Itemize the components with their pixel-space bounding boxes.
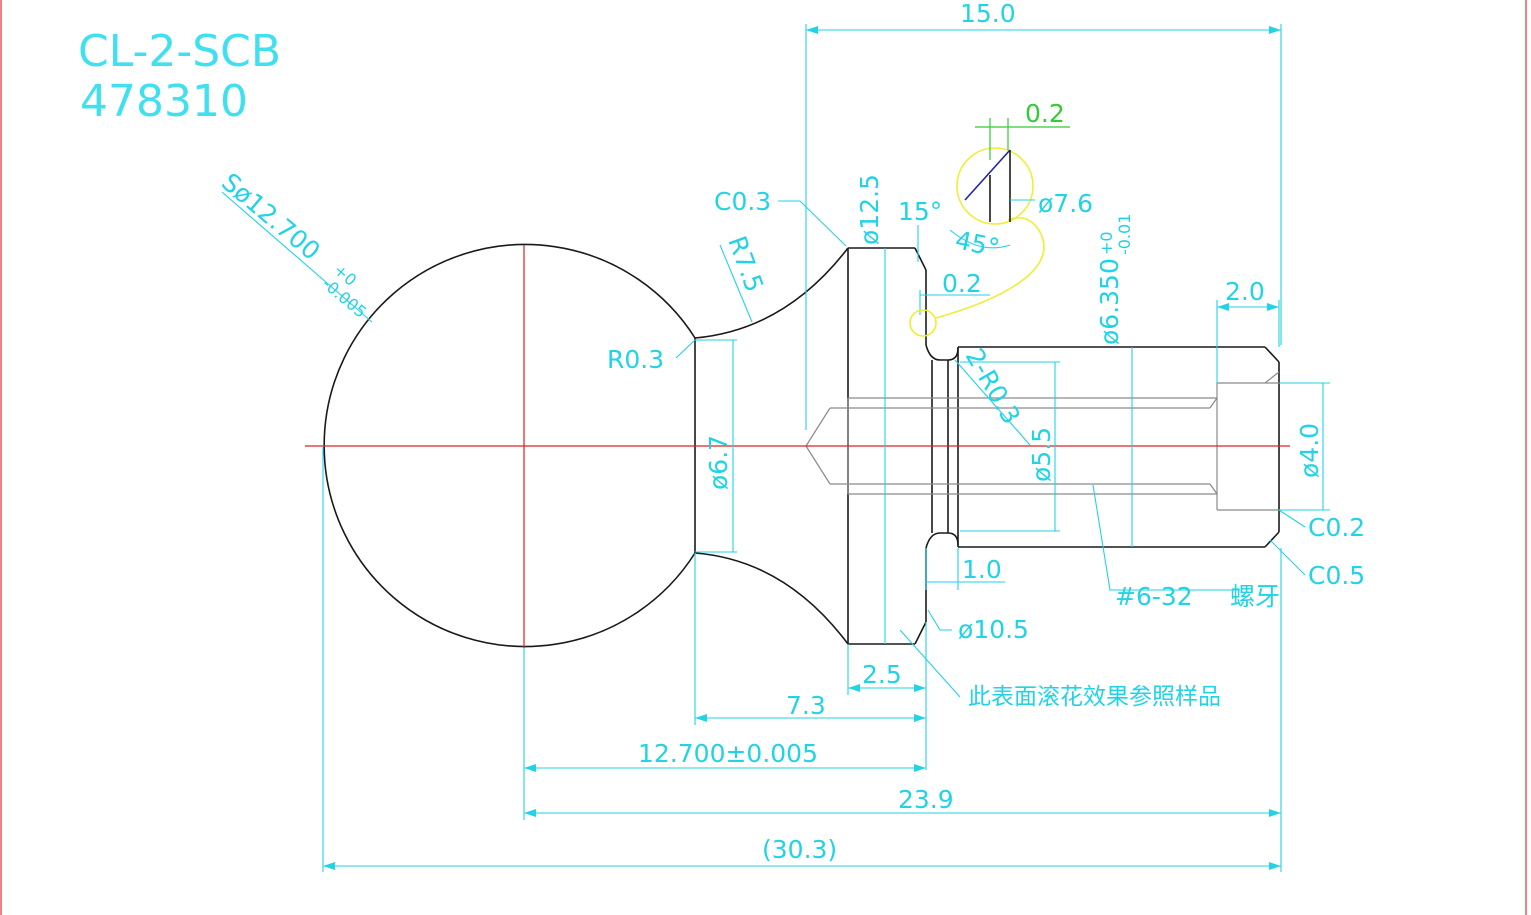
detail-45-arc — [949, 229, 1011, 249]
internal-thread — [805, 371, 1280, 511]
arrow-303-left — [323, 862, 335, 870]
leader-r03 — [675, 339, 696, 359]
arrow-303-right — [1269, 862, 1281, 870]
arrow-73-left — [695, 714, 707, 722]
leader-c03 — [778, 200, 847, 247]
dim-flange-width: 2.5 — [862, 660, 902, 689]
dim-groove-radius: 2-R0.3 — [960, 344, 1026, 430]
arrow-25-right — [914, 684, 926, 692]
knurl-note: 此表面滚花效果参照样品 — [968, 684, 1221, 710]
dim-shank-diameter: ø6.350 — [1095, 258, 1124, 345]
dim-shank-tol-lower: -0.01 — [1115, 214, 1134, 255]
dim-radius-neck: R7.5 — [722, 232, 769, 296]
dim-groove-length: 1.0 — [962, 555, 1002, 584]
thread-end-bottom — [1209, 483, 1218, 495]
neck-upper-curve — [694, 247, 849, 339]
arrow-239-right — [1269, 809, 1281, 817]
dim-center-to-end: 23.9 — [898, 785, 954, 814]
detail-connector — [935, 216, 1045, 319]
leader-thread — [1092, 484, 1240, 591]
shank-chamfer-top — [1264, 346, 1280, 363]
arrow-127-right — [914, 764, 926, 772]
dim-end-step: 2.0 — [1225, 277, 1265, 306]
thread-end-top — [1209, 397, 1218, 409]
flange-chamfer-bottom — [914, 621, 927, 645]
dim-shank-tol-upper: +0 — [1097, 231, 1116, 255]
dim-chamfer-c02: C0.2 — [1308, 513, 1365, 542]
dim-chamfer-c03: C0.3 — [714, 187, 771, 216]
detail-target-circle — [909, 309, 937, 337]
dim-shank-diameter-group: ø6.350 +0 -0.01 — [1095, 214, 1134, 345]
part-number-title: CL-2-SCB — [78, 26, 281, 77]
part-code-title: 478310 — [80, 76, 248, 127]
flange-chamfer-top — [914, 247, 927, 271]
leader-c05 — [1269, 539, 1306, 576]
dim-thread-spec: #6-32 — [1115, 582, 1193, 611]
dim-sphere-label: Sø12.700 — [216, 167, 326, 265]
dim-detail-diameter: ø7.6 — [1038, 189, 1093, 218]
dim-overall-ref: (30.3) — [762, 835, 837, 864]
dim-sphere-to-face: 12.700±0.005 — [638, 739, 818, 768]
dim-thread-word: 螺牙 — [1230, 582, 1280, 611]
dim-neck-length: 7.3 — [786, 691, 826, 720]
arrow-25-left — [848, 684, 860, 692]
shank-chamfer-bottom — [1264, 531, 1280, 548]
dim-pilot-diameter: ø4.0 — [1295, 423, 1324, 478]
dim-angle-15: 15° — [898, 197, 942, 226]
groove-bottom — [925, 532, 959, 549]
detail-groove-line — [964, 149, 1011, 201]
dim-radius-small: R0.3 — [607, 345, 664, 374]
dim-thread-minor: ø5.5 — [1027, 427, 1056, 482]
groove-detail — [909, 118, 1070, 337]
arrow-2-right — [1267, 303, 1279, 311]
arrow-73-right — [914, 714, 926, 722]
neck-lower-curve — [694, 552, 849, 645]
arrow-15-right — [1269, 26, 1281, 34]
arrow-239-left — [524, 809, 536, 817]
dim-chamfer-c05: C0.5 — [1308, 561, 1365, 590]
dim-detail-angle: 45° — [953, 225, 1002, 263]
leader-r75 — [719, 244, 753, 323]
dim-overall-top: 15.0 — [960, 0, 1016, 28]
leader-knurl — [899, 629, 961, 698]
detail-callout-circle — [956, 147, 1034, 225]
dim-groove-width: 0.2 — [942, 269, 982, 298]
groove-top — [925, 344, 959, 361]
leader-sphere — [221, 191, 373, 323]
leader-c02 — [1278, 509, 1306, 528]
leader-groove-dia — [927, 609, 952, 631]
arrow-15-left — [806, 26, 818, 34]
arrow-127-left — [524, 764, 536, 772]
dim-detail-width: 0.2 — [1025, 99, 1065, 128]
dim-sphere-group: Sø12.700 +0 -0.005 — [216, 167, 370, 321]
thread-drill-tip-bottom — [805, 445, 831, 485]
dim-neck-diameter: ø6.7 — [704, 435, 733, 490]
leader-groove-r — [954, 359, 1031, 446]
dimension-lines — [221, 24, 1330, 872]
pilot-chamfer-top — [1264, 371, 1280, 384]
dim-groove-diameter: ø10.5 — [958, 615, 1029, 644]
dim-flange-diameter: ø12.5 — [855, 174, 884, 245]
thread-drill-tip-top — [805, 407, 831, 447]
arrow-2-left — [1217, 303, 1229, 311]
